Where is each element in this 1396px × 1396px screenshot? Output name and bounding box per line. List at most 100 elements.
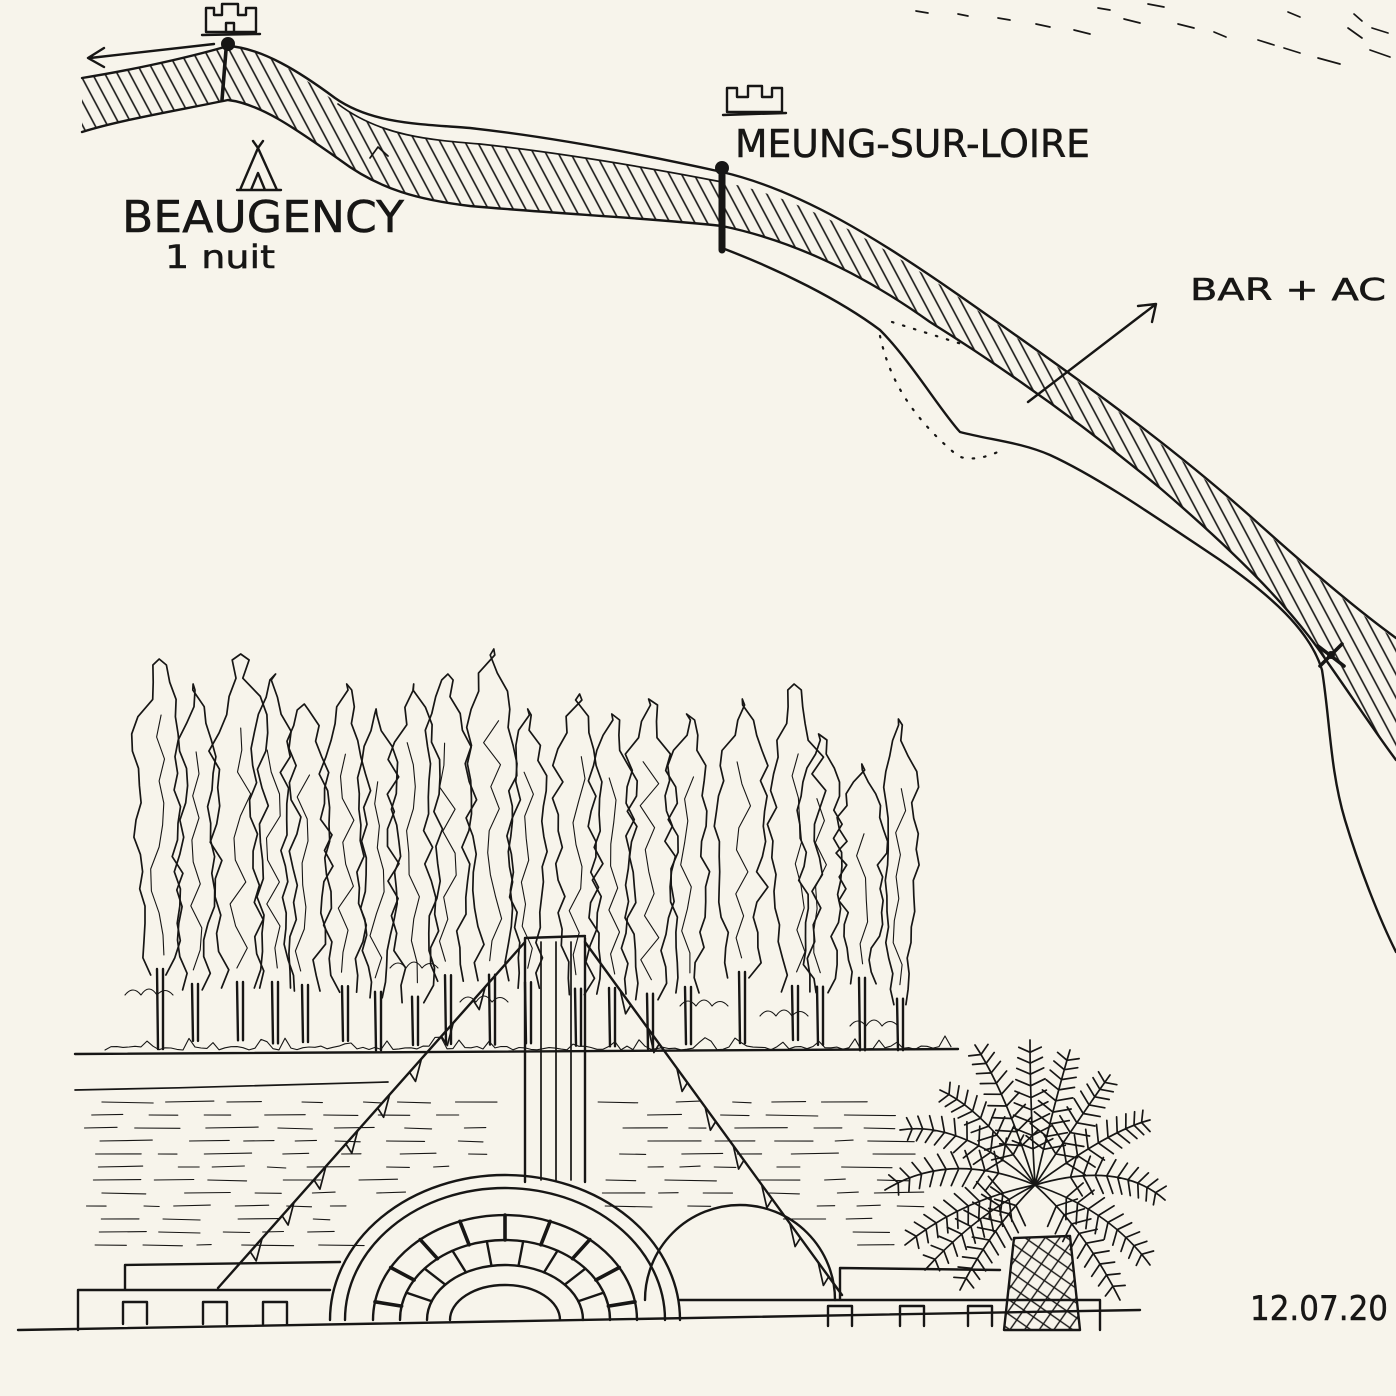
paddle-wheel-spoke <box>606 1300 637 1308</box>
palm-frond <box>922 1184 1036 1272</box>
bunting-flag <box>647 1028 661 1054</box>
water-ripple-line <box>74 1081 389 1091</box>
water-dash <box>396 1101 432 1104</box>
bunting-flag <box>313 1165 327 1190</box>
water-dash <box>312 1218 331 1221</box>
water-dash <box>896 1205 925 1208</box>
towpath-line <box>337 103 723 183</box>
poplar-foliage-scribble <box>639 761 660 981</box>
poplar-tree <box>796 733 843 994</box>
window-icon <box>121 1300 149 1326</box>
water-dash <box>207 1179 248 1182</box>
sky-dash-mark <box>915 10 929 14</box>
water-dash <box>376 1191 407 1194</box>
water-dash <box>834 1139 854 1142</box>
poplar-foliage-scribble <box>438 742 457 962</box>
castle-icon <box>200 2 262 37</box>
waypoint-marker-icon <box>1316 642 1346 668</box>
paddle-wheel-spoke <box>563 1267 587 1286</box>
poplar-foliage-scribble <box>568 756 586 976</box>
water-dash <box>158 1231 201 1234</box>
poplar-trunk <box>607 986 617 1048</box>
sky-dash-mark <box>1371 27 1389 34</box>
water-dash <box>307 1230 335 1233</box>
water-dash <box>91 1113 124 1116</box>
palm-frond <box>953 1184 1036 1291</box>
water-dash <box>399 1152 437 1155</box>
water-dash <box>173 1204 211 1207</box>
sky-dash-mark <box>1035 23 1051 28</box>
poplar-tree <box>507 708 548 990</box>
river-water <box>83 1100 925 1247</box>
bush-scribble <box>679 999 729 1007</box>
poplar-tree <box>318 683 372 994</box>
water-dash <box>841 1166 893 1169</box>
poplar-foliage-scribble <box>265 749 281 969</box>
water-dash <box>732 1101 752 1104</box>
location-dot-icon <box>221 37 235 51</box>
water-dash <box>720 1114 750 1117</box>
tent-icon <box>235 139 283 192</box>
bunting <box>216 940 844 1297</box>
water-dash <box>664 1179 717 1182</box>
poplar-tree <box>248 673 302 989</box>
water-dash <box>362 1101 382 1104</box>
steamer-hull <box>76 1260 1102 1332</box>
sky-dash-mark <box>1257 39 1275 46</box>
sky-dash-mark <box>1287 11 1301 18</box>
poplar-foliage-scribble <box>229 727 252 969</box>
poplar-foliage-scribble <box>369 781 385 979</box>
poplar-tree <box>464 648 522 982</box>
poplar-tree <box>356 708 402 999</box>
poplar-trunk <box>737 970 747 1045</box>
poplar-foliage-scribble <box>735 761 752 959</box>
paddle-wheel-spoke <box>577 1291 605 1303</box>
bunting-flag <box>249 1237 264 1262</box>
poplar-trunk <box>895 997 905 1052</box>
far-riverbank-line <box>73 1047 960 1056</box>
water-dash <box>845 1217 873 1220</box>
bunting-flag <box>440 1021 455 1047</box>
water-dash <box>311 1191 336 1194</box>
paddle-wheel <box>328 1173 682 1322</box>
poplar-trunk <box>300 983 310 1044</box>
sky-dash-mark <box>957 13 969 17</box>
chimney-stripes <box>540 941 572 1181</box>
bunting-line-right <box>583 940 844 1297</box>
poplar-trunk <box>645 992 655 1050</box>
bunting-flag <box>281 1201 295 1226</box>
paddle-wheel-spoke <box>570 1237 592 1261</box>
water-dash <box>675 1100 701 1103</box>
wheel-hub-arc <box>448 1283 562 1322</box>
bush-scribble <box>849 1019 899 1027</box>
water-dash <box>646 1113 683 1116</box>
bunting-line-left <box>216 940 527 1290</box>
poplar-trunk <box>340 985 350 1043</box>
paddle-wheel-spoke <box>405 1291 433 1303</box>
wheel-housing-arc <box>328 1173 682 1322</box>
poplar-tree <box>386 683 444 1004</box>
bunting-flag <box>732 1144 745 1170</box>
water-dash <box>457 1140 484 1143</box>
poplar-tree <box>882 718 920 1006</box>
poplar-tree <box>587 713 639 995</box>
water-dash <box>203 1152 253 1155</box>
palm-frond <box>884 1149 1036 1196</box>
water-dash <box>433 1165 450 1168</box>
bunting-flag <box>344 1129 359 1155</box>
route-map: BEAUGENCY 1 nuit MEUNG-SUR-LOIRE BAR + A… <box>80 2 1396 954</box>
poplar-foliage-scribble <box>190 751 203 971</box>
poplar-trunk <box>573 987 583 1047</box>
beaugency-nights-note: 1 nuit <box>165 238 275 276</box>
castle-icon <box>721 84 788 117</box>
poplar-foliage-scribble <box>680 776 695 974</box>
poplar-foliage-scribble <box>608 777 621 975</box>
aft-arch <box>643 1203 837 1302</box>
arrow-pointer-icon <box>1026 302 1158 404</box>
river-north-bank-line <box>80 44 1396 640</box>
paddle-wheel-spoke <box>423 1267 447 1286</box>
water-dash <box>234 1204 270 1207</box>
poplar-trunk <box>487 973 497 1046</box>
